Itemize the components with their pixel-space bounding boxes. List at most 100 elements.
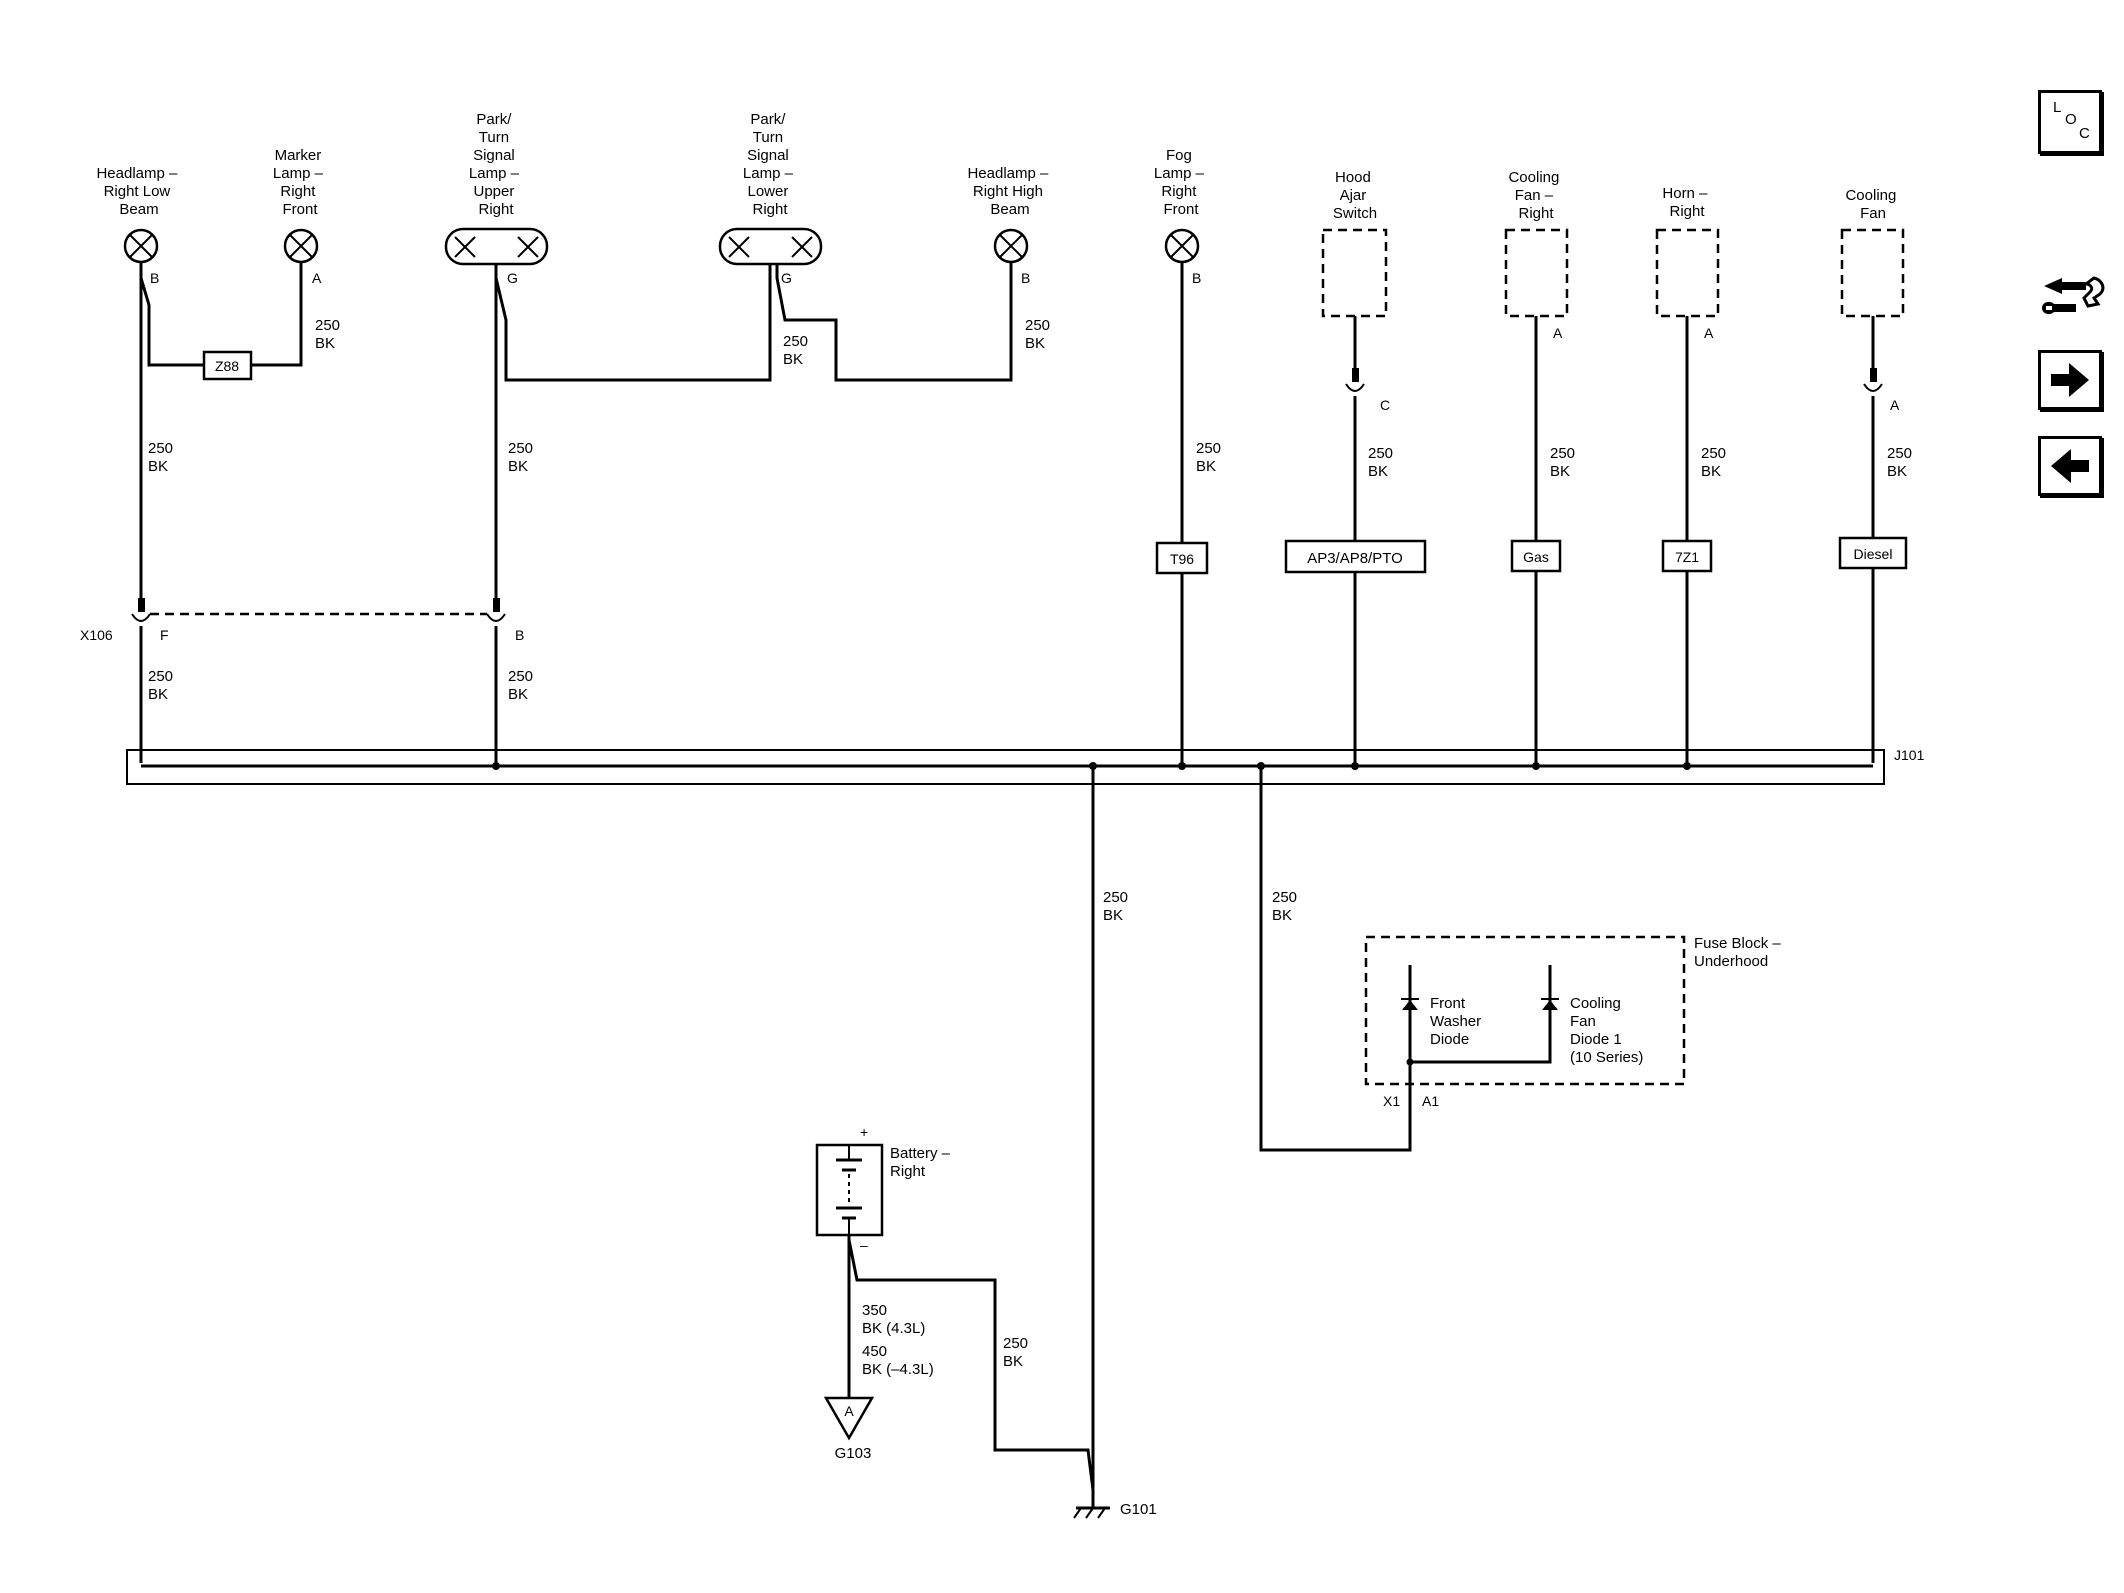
- t96-option-label: T96: [1170, 551, 1194, 567]
- gauge-x106-b: 250: [508, 668, 533, 685]
- diesel-option-label: Diesel: [1854, 546, 1893, 562]
- t96-option-box: [1155, 541, 1209, 575]
- marker-lamp-pin: A: [312, 270, 322, 286]
- park-lower-pin: G: [781, 270, 792, 286]
- fuse-pin-x1: X1: [1383, 1093, 1400, 1109]
- ap-option-box: [1284, 539, 1427, 574]
- wiring-tools-icon: [2042, 276, 2105, 315]
- arrow-left-icon: [2051, 449, 2089, 483]
- color-fan: BK: [1887, 463, 1907, 480]
- color-marker: BK: [315, 335, 335, 352]
- fuse-pin-a1: A1: [1422, 1093, 1439, 1109]
- cooling-fan-diode-icon: [1406, 965, 1559, 1066]
- g103-label: G103: [835, 1445, 872, 1462]
- x106-pin-b-terminal: [493, 598, 500, 612]
- 7z1-option-box: [1661, 539, 1713, 573]
- color-headlamp-low: BK: [148, 458, 168, 475]
- battery-450-wire-label: 450 BK (–4.3L): [862, 1343, 934, 1378]
- fog-lamp-label: Fog Lamp – Right Front: [1154, 147, 1208, 218]
- location-letter-l: L: [2053, 99, 2062, 116]
- gauge-fan: 250: [1887, 445, 1912, 462]
- location-button[interactable]: L O C: [2038, 90, 2102, 154]
- arrow-right-icon: [2051, 363, 2089, 397]
- color-x106-f: BK: [148, 686, 168, 703]
- gauge-headlamp-high: 250: [1025, 317, 1050, 334]
- gauge-horn: 250: [1701, 445, 1726, 462]
- gauge-battery-ground: 250: [1003, 1335, 1028, 1352]
- gas-option-label: Gas: [1523, 549, 1549, 565]
- front-washer-diode-icon: [1401, 965, 1419, 1100]
- hood-ajar-switch-label: Hood Ajar Switch: [1333, 169, 1377, 222]
- fuse-block-label: Fuse Block – Underhood: [1694, 935, 1785, 970]
- x106-pin-f-label: F: [160, 627, 169, 643]
- location-letter-o: O: [2065, 111, 2077, 128]
- fog-lamp-bulb-icon: [1164, 228, 1200, 264]
- front-washer-diode-label: Front Washer Diode: [1430, 995, 1485, 1048]
- cooling-fan-diode-label: Cooling Fan Diode 1 (10 Series): [1570, 995, 1643, 1066]
- cooling-fan-label: Cooling Fan: [1845, 187, 1900, 222]
- park-upper-wire: [494, 264, 772, 382]
- hood-ajar-terminal: [1352, 368, 1359, 382]
- gas-option-box: [1510, 539, 1562, 573]
- battery-plus: +: [860, 1124, 868, 1140]
- hood-ajar-pin: C: [1380, 397, 1390, 413]
- battery-minus: –: [860, 1237, 868, 1253]
- fog-lamp-pin: B: [1192, 270, 1201, 286]
- cooling-fan-box: [1840, 228, 1905, 318]
- gauge-x106-f: 250: [148, 668, 173, 685]
- gauge-hood: 250: [1368, 445, 1393, 462]
- splice-junction-dots: [492, 762, 1691, 770]
- gauge-fuse: 250: [1272, 889, 1297, 906]
- z88-option-label: Z88: [215, 358, 239, 374]
- x106-pin-f-terminal: [138, 598, 145, 612]
- g101-chassis-ground-icon: [1073, 1490, 1110, 1519]
- fuse-block-wire: [1259, 766, 1412, 1152]
- color-headlamp-high: BK: [1025, 335, 1045, 352]
- cooling-fan-socket: [1863, 383, 1883, 392]
- marker-lamp-wire: [251, 262, 303, 367]
- x106-connector-label: X106: [80, 627, 113, 643]
- color-g101: BK: [1103, 907, 1123, 924]
- battery-label: Battery – Right: [890, 1145, 954, 1180]
- fuse-block-box: [1364, 935, 1686, 1086]
- headlamp-low-beam-bulb-icon: [123, 228, 159, 264]
- hood-ajar-switch-box: [1321, 228, 1388, 318]
- cooling-fan-right-label: Cooling Fan – Right: [1508, 169, 1563, 222]
- cooling-fan-terminal: [1870, 368, 1877, 382]
- headlamp-low-beam-label: Headlamp – Right Low Beam: [96, 165, 181, 218]
- color-park-lower: BK: [783, 351, 803, 368]
- color-fuse: BK: [1272, 907, 1292, 924]
- gauge-headlamp-low: 250: [148, 440, 173, 457]
- x106-pin-f-socket: [131, 613, 151, 622]
- ap-option-label: AP3/AP8/PTO: [1307, 550, 1403, 567]
- g101-label: G101: [1120, 1501, 1157, 1518]
- headlamp-high-pin: B: [1021, 270, 1030, 286]
- color-horn: BK: [1701, 463, 1721, 480]
- horn-right-box: [1655, 228, 1720, 318]
- cooling-fan-right-box: [1504, 228, 1569, 318]
- cooling-fan-right-pin: A: [1553, 325, 1563, 341]
- marker-lamp-bulb-icon: [283, 228, 319, 264]
- g103-ground-icon: [823, 1396, 875, 1441]
- color-hood: BK: [1368, 463, 1388, 480]
- gauge-marker: 250: [315, 317, 340, 334]
- location-letter-c: C: [2079, 125, 2090, 142]
- previous-page-button[interactable]: [2038, 436, 2102, 496]
- g103-letter: A: [844, 1403, 854, 1419]
- gauge-fog: 250: [1196, 440, 1221, 457]
- park-lamp-upper-label: Park/ Turn Signal Lamp – Upper Right: [469, 111, 523, 218]
- gauge-park-upper: 250: [508, 440, 533, 457]
- color-park-upper: BK: [508, 458, 528, 475]
- next-page-button[interactable]: [2038, 350, 2102, 410]
- marker-lamp-label: Marker Lamp – Right Front: [273, 147, 327, 218]
- wiring-tools-button[interactable]: [2036, 258, 2108, 330]
- headlamp-low-wire: [139, 262, 204, 367]
- hood-ajar-socket: [1345, 383, 1365, 392]
- gauge-park-lower: 250: [783, 333, 808, 350]
- park-lamp-upper-bulb-icon: [444, 227, 549, 266]
- horn-right-pin: A: [1704, 325, 1714, 341]
- color-x106-b: BK: [508, 686, 528, 703]
- 7z1-option-label: 7Z1: [1675, 549, 1699, 565]
- headlamp-high-beam-label: Headlamp – Right High Beam: [967, 165, 1052, 218]
